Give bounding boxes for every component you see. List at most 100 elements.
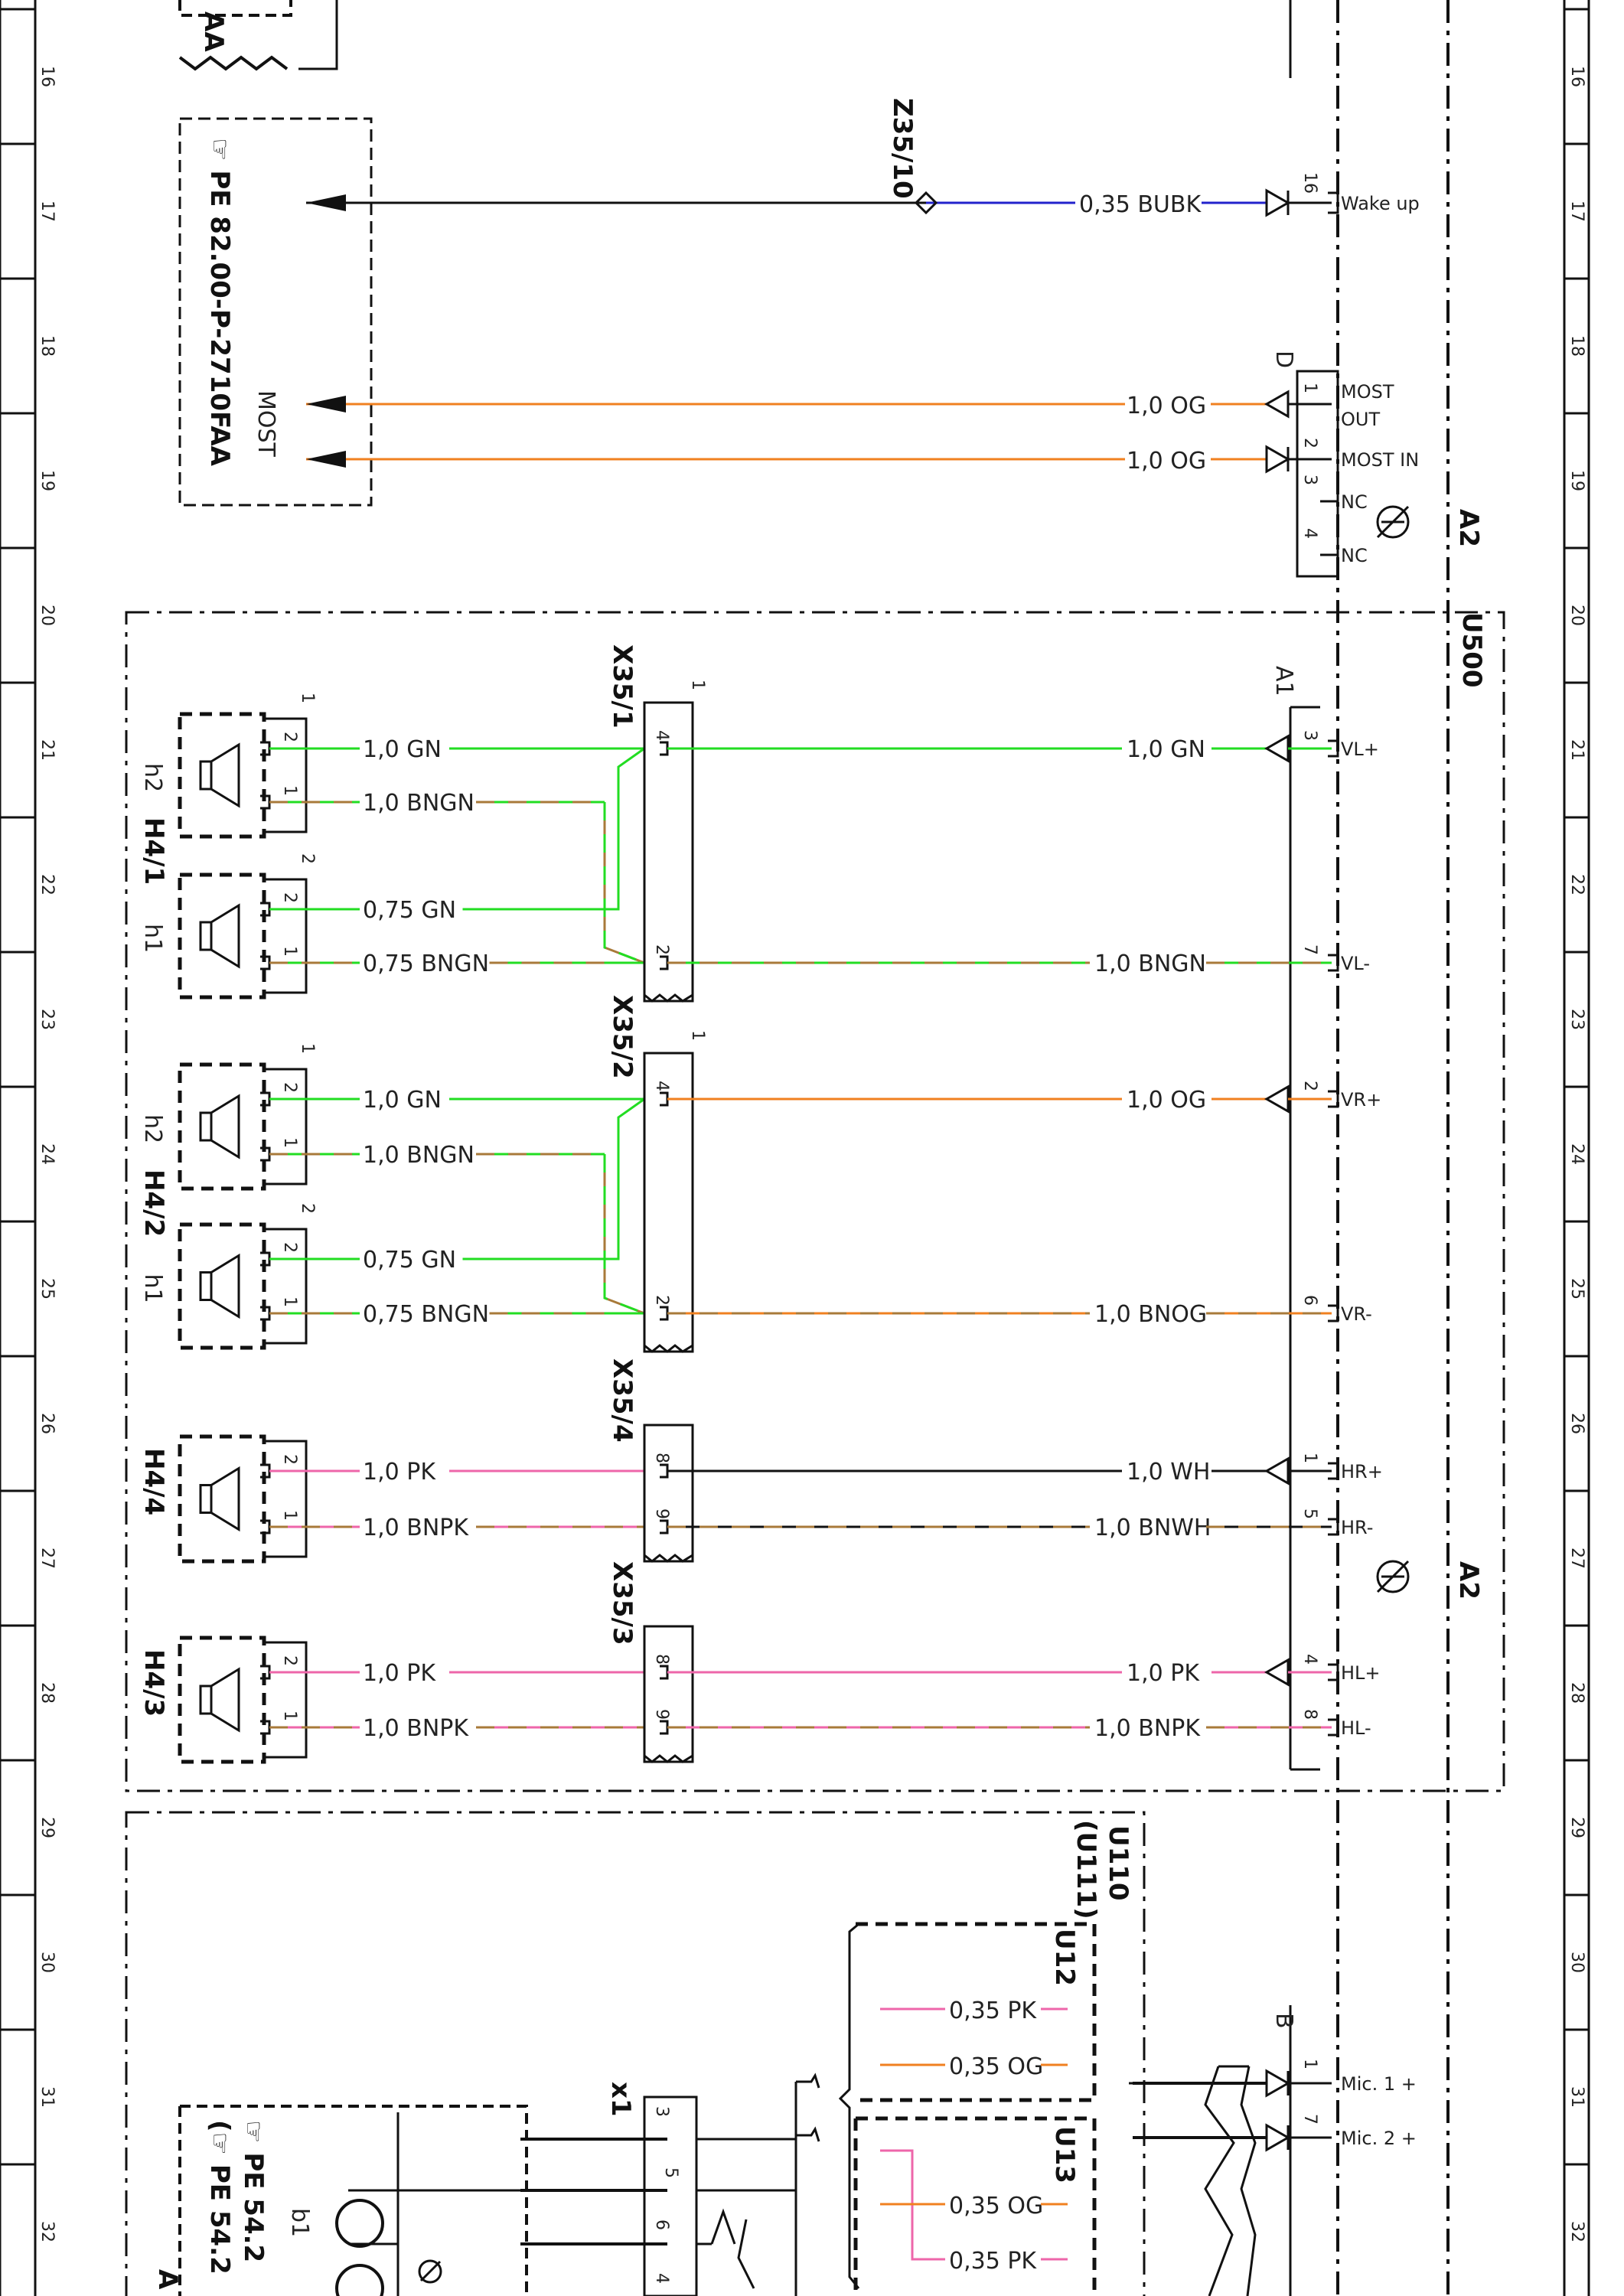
b-pin-1: 1: [1300, 2059, 1319, 2069]
speaker-pin-number: 2: [280, 1454, 299, 1465]
most-pin-2: 2: [1300, 438, 1319, 448]
b-pin-7: 7: [1300, 2114, 1319, 2125]
wake-pin-number: 16: [1300, 172, 1319, 194]
speaker-sub-label: h2: [139, 1114, 166, 1143]
most-in-wire-label: 1,0 OG: [1127, 448, 1206, 475]
speaker-wire-label: 0,75 BNGN: [363, 1301, 489, 1328]
harness-wire-label: 1,0 BNPK: [1094, 1715, 1201, 1742]
ref-block-pe-54: ☞ PE 54.2 (☞ PE 54.2 A b1: [152, 2105, 528, 2296]
connector-pin-number: 9: [652, 1709, 671, 1720]
grid-row-label-right: 16: [1567, 66, 1586, 87]
grid-row-label-right: 20: [1567, 605, 1586, 626]
harness-wire-label: 1,0 BNGN: [1094, 951, 1206, 977]
speaker-magnet: [199, 1684, 213, 1715]
u12-label: U12: [1049, 1929, 1080, 1986]
speaker-wire-label: 1,0 BNPK: [363, 1715, 469, 1742]
x1-pin-4: 4: [652, 2273, 671, 2284]
grid-row-label-left: 24: [38, 1143, 57, 1165]
speaker-wire-label: 1,0 BNGN: [363, 790, 474, 817]
most-connector-d: D 1 2 3 4 MOST OUT MOST IN NC NC: [1270, 351, 1419, 578]
grid-row-label-left: 25: [38, 1278, 57, 1300]
x1-connector: x1 3 5 6 4: [520, 2073, 1140, 2296]
harness-wire-label: 1,0 PK: [1127, 1660, 1200, 1687]
ref-pe-54-line2: (☞ PE 54.2: [204, 2120, 235, 2275]
connector-break-mark: [644, 1754, 693, 1763]
connector-pin-number: 8: [652, 1654, 671, 1665]
speaker-magnet: [199, 1271, 213, 1301]
b1-label: b1: [286, 2208, 313, 2237]
u500-label: U500: [1456, 612, 1487, 688]
a1-pin-label: VL+: [1341, 739, 1379, 760]
connector-pin-number: 2: [652, 944, 671, 955]
connector-housing: [643, 701, 694, 1003]
connector-label: X35/2: [607, 995, 638, 1079]
harness-splice-minus-stripe: [603, 1154, 645, 1315]
speaker-housing: [178, 1636, 266, 1764]
a1-pin-label: HR+: [1341, 1461, 1383, 1482]
connector-terminal: [660, 1665, 669, 1680]
connector-pin-number: 4: [652, 730, 671, 741]
a1-pin-label: VR-: [1341, 1303, 1372, 1325]
u13-wire-1-label: 0,35 OG: [949, 2193, 1043, 2219]
connector-housing: [643, 1052, 694, 1353]
signal-arrow: [1264, 734, 1290, 763]
a1-pin-number: 1: [1300, 1453, 1319, 1463]
a2-top-label: A2: [1453, 509, 1484, 547]
grid-row-label-right: 27: [1567, 1548, 1586, 1569]
a1-terminal: [1328, 739, 1339, 758]
grid-row-label-right: 25: [1567, 1278, 1586, 1300]
connector-number: 1: [688, 1030, 707, 1041]
harness-wire-label: 1,0 OG: [1127, 1087, 1206, 1114]
grid-row-label-right: 32: [1567, 2221, 1586, 2242]
a2-mid-label: A2: [1453, 1561, 1484, 1600]
ref-block-pe-82: ☞ PE 82.00-P-2710FAA MOST: [178, 117, 373, 507]
speaker-part-number: 1: [298, 1043, 317, 1054]
u13-block: U13 0,35 OG 0,35 PK: [853, 2116, 1097, 2296]
left-grid-rail: [0, 0, 37, 2296]
speaker-wire-label: 1,0 GN: [363, 736, 442, 763]
grid-row-label-left: 19: [38, 470, 57, 491]
speaker-part-number: 2: [298, 853, 317, 864]
grid-row-label-left: 20: [38, 605, 57, 626]
a1-pin-number: 6: [1300, 1295, 1319, 1306]
speaker-pin-frame: [264, 1641, 308, 1759]
connector-terminal: [660, 1091, 669, 1107]
grid-row-label-right: 28: [1567, 1682, 1586, 1704]
speaker-icon: [210, 1466, 240, 1532]
speaker-sub-label: h2: [139, 763, 166, 792]
most-in-wire: 1,0 OG: [306, 445, 1332, 475]
speaker-pin-frame: [264, 717, 308, 833]
speaker-magnet: [199, 1111, 213, 1142]
ground-point-z35-10: Z35/10: [887, 98, 938, 215]
most-pin-3: 3: [1300, 475, 1319, 485]
speaker-magnet: [199, 921, 213, 951]
grid-row-label-left: 17: [38, 201, 57, 222]
u500-frame: U500: [125, 611, 1505, 1792]
speaker-pin-number: 1: [280, 1137, 299, 1148]
most-out-pin-label-1: MOST: [1341, 381, 1394, 403]
most-out-wire: 1,0 OG: [306, 390, 1332, 419]
harness-wire-label: 1,0 BNOG: [1094, 1301, 1207, 1328]
speaker-sub-label: h1: [139, 1274, 166, 1303]
most-pin-1: 1: [1300, 383, 1319, 393]
connector-housing: [643, 1424, 694, 1563]
a1-pin-number: 5: [1300, 1508, 1319, 1519]
speaker-pin-number: 2: [280, 1242, 299, 1253]
connector-terminal: [660, 955, 669, 970]
speaker-magnet: [199, 1484, 213, 1514]
connector-break-mark: [644, 1344, 693, 1353]
most-pin-4: 4: [1300, 528, 1319, 539]
u12-block: U12 0,35 PK 0,35 OG: [838, 1922, 1097, 2289]
connector-pin-number: 2: [652, 1295, 671, 1306]
speaker-icon: [210, 1094, 240, 1159]
a1-pin-label: HR-: [1341, 1517, 1373, 1538]
x1-pin-5: 5: [661, 2167, 680, 2178]
a1-terminal: [1328, 1518, 1339, 1536]
speaker-wire-label: 1,0 PK: [363, 1660, 436, 1687]
speaker-group-label: H4/4: [139, 1448, 169, 1515]
speaker-housing: [178, 1222, 266, 1350]
speaker-pin-frame: [264, 1228, 308, 1345]
connector-terminal: [660, 1306, 669, 1321]
top-block-label: AA: [198, 11, 229, 52]
harness-splice-minus: [603, 1154, 645, 1315]
